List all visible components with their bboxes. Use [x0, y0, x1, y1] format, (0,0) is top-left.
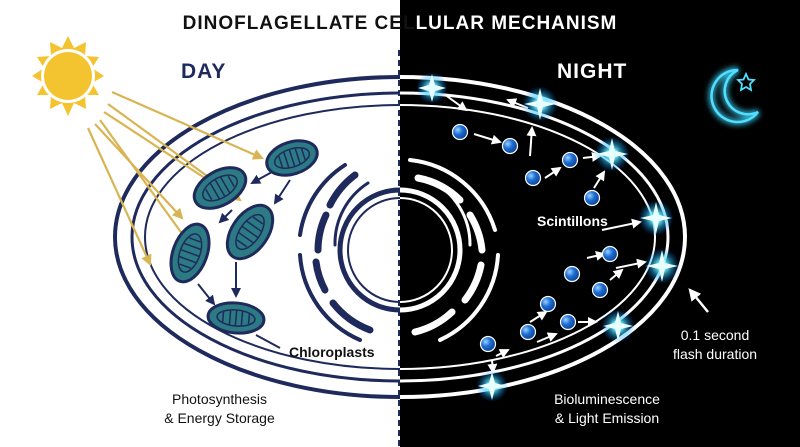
crescent-moon-icon: [708, 66, 761, 125]
flash-duration-line1: 0.1 second: [680, 327, 750, 343]
scintillons-label: Scintillons: [537, 213, 608, 229]
nucleus-night-half: [400, 158, 500, 342]
bioluminescent-flashes: [416, 72, 680, 402]
page-title: DINOFLAGELLATE CELLULAR MECHANISM: [0, 13, 800, 35]
chloroplasts-label: Chloroplasts: [289, 344, 375, 360]
night-caption-line1: Bioluminescence: [554, 391, 660, 407]
chloroplast-arrows: [197, 171, 291, 349]
flash-duration-line2: flash duration: [672, 346, 758, 362]
nucleus-day-half: [298, 163, 400, 342]
chloroplast: [206, 301, 266, 335]
chloroplast: [169, 222, 211, 284]
day-caption: Photosynthesis & Energy Storage: [137, 390, 302, 428]
night-caption: Bioluminescence & Light Emission: [522, 390, 692, 428]
chloroplast: [265, 139, 319, 177]
flash-duration-label: 0.1 second flash duration: [652, 326, 778, 364]
night-heading: NIGHT: [557, 60, 628, 83]
day-heading: DAY: [181, 60, 227, 83]
chloroplast: [225, 203, 275, 261]
sun-icon: [32, 36, 104, 116]
cell-day-half: [113, 75, 400, 399]
day-caption-line1: Photosynthesis: [172, 391, 267, 407]
chloroplast: [192, 166, 248, 210]
title-left-part: DINOFLAGELLATE CEL: [182, 13, 416, 34]
scintillons: [451, 123, 619, 353]
night-caption-line2: & Light Emission: [554, 410, 660, 426]
star-icon: [736, 71, 756, 92]
day-caption-line2: & Energy Storage: [164, 410, 275, 426]
title-right-part: LULAR MECHANISM: [415, 13, 618, 34]
cell-night-half: [400, 75, 687, 399]
